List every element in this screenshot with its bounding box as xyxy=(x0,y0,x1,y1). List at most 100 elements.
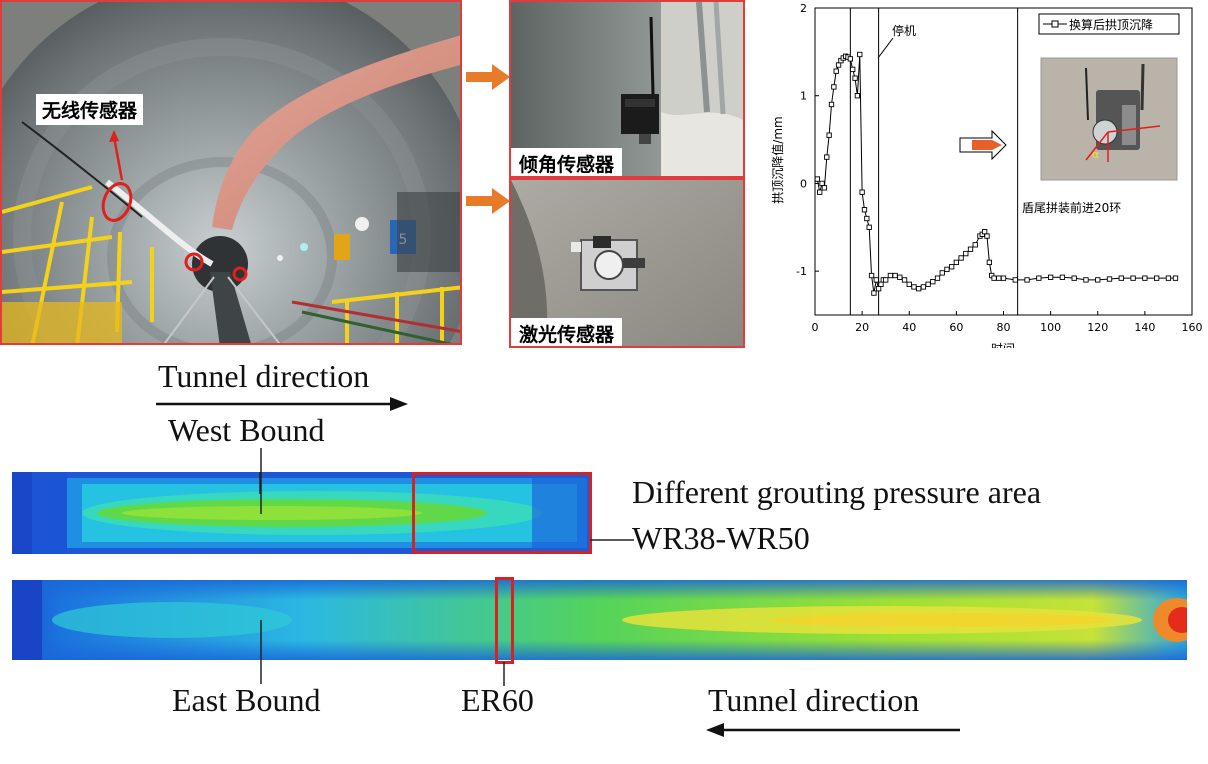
data-point xyxy=(887,272,894,279)
data-point xyxy=(852,75,858,81)
data-point xyxy=(871,290,877,296)
data-point xyxy=(1083,277,1089,283)
data-point xyxy=(826,132,832,138)
y-tick-label: 2 xyxy=(800,2,807,15)
stop-annotation-pointer xyxy=(877,37,894,59)
data-point xyxy=(1036,275,1042,281)
data-point xyxy=(967,246,974,252)
arrow-to-laser xyxy=(466,188,510,214)
legend-series-name: 换算后拱顶沉降 xyxy=(1069,17,1153,32)
data-point xyxy=(934,275,941,281)
x-axis-label: 时间 xyxy=(991,342,1015,348)
data-point xyxy=(1172,275,1179,281)
data-point xyxy=(1095,277,1101,283)
data-point xyxy=(831,84,837,90)
ring-range-label: WR38-WR50 xyxy=(632,520,810,556)
er60-leader xyxy=(503,662,505,686)
x-tick-label: 0 xyxy=(812,321,819,334)
data-point xyxy=(953,259,960,266)
tunnel-photo: 5 无线传感器 xyxy=(0,0,462,345)
er60-box xyxy=(495,577,514,664)
data-point xyxy=(883,277,889,283)
data-point xyxy=(1047,274,1054,280)
data-point xyxy=(901,277,908,283)
tunnel-direction-bottom-label: Tunnel direction xyxy=(708,682,920,718)
east-bound-contour xyxy=(12,580,1187,660)
east-bound-label: East Bound xyxy=(172,682,321,718)
data-point xyxy=(1024,277,1030,283)
x-tick-label: 80 xyxy=(997,321,1011,334)
data-point xyxy=(930,279,936,285)
west-bound-contour xyxy=(12,472,592,554)
data-point xyxy=(984,233,990,239)
x-tick-label: 20 xyxy=(855,321,869,334)
svg-text:α: α xyxy=(1092,148,1099,161)
tunnel-photo-drawing: 5 xyxy=(2,2,460,343)
y-tick-label: 1 xyxy=(800,90,807,103)
data-point xyxy=(854,93,861,99)
data-point xyxy=(875,286,882,292)
data-point xyxy=(868,272,875,279)
tilt-sensor-label: 倾角传感器 xyxy=(511,148,623,176)
laser-sensor-label: 激光传感器 xyxy=(511,318,623,346)
data-point xyxy=(1106,276,1113,282)
data-point xyxy=(847,56,853,62)
data-point xyxy=(1012,277,1018,283)
y-tick-label: -1 xyxy=(796,265,807,278)
data-point xyxy=(897,274,903,280)
data-point xyxy=(939,270,945,276)
east-bound-leader xyxy=(260,620,262,684)
x-tick-label: 40 xyxy=(902,321,916,334)
grouting-area-label: Different grouting pressure area xyxy=(632,474,1042,510)
data-point xyxy=(866,224,872,230)
west-bound-leader xyxy=(260,448,262,514)
data-point xyxy=(949,264,955,270)
data-point xyxy=(1118,275,1124,281)
data-point xyxy=(986,259,993,266)
x-tick-label: 60 xyxy=(949,321,963,334)
data-point xyxy=(1130,275,1136,281)
x-tick-label: 100 xyxy=(1040,321,1061,334)
grouting-area-box xyxy=(412,472,592,554)
data-point xyxy=(991,275,997,281)
tilt-sensor-drawing xyxy=(511,2,743,176)
data-point xyxy=(861,207,868,213)
data-point xyxy=(814,176,821,182)
data-point xyxy=(821,185,828,191)
y-tick-label: 0 xyxy=(800,177,807,190)
data-point xyxy=(1000,275,1007,281)
advance-annotation: 盾尾拼装前进20环 xyxy=(1022,200,1121,215)
tilt-sensor-photo: 倾角传感器 xyxy=(509,0,745,178)
data-point xyxy=(873,277,879,283)
data-point xyxy=(828,101,835,108)
data-point xyxy=(864,215,870,222)
data-point xyxy=(925,281,931,287)
x-tick-label: 160 xyxy=(1182,321,1203,334)
x-tick-label: 120 xyxy=(1087,321,1108,334)
wireless-sensor-label: 无线传感器 xyxy=(36,94,144,125)
data-point xyxy=(1154,275,1160,281)
y-axis-label: 拱顶沉降值/mm xyxy=(770,116,785,203)
data-point xyxy=(996,275,1002,281)
data-point xyxy=(944,266,950,273)
data-point xyxy=(833,68,839,74)
grouting-area-leader xyxy=(590,539,634,541)
stop-annotation: 停机 xyxy=(892,23,916,38)
inset-arrow xyxy=(959,129,1007,161)
data-point xyxy=(1165,275,1172,281)
data-point xyxy=(857,51,863,58)
data-point xyxy=(916,286,922,292)
data-point xyxy=(972,242,978,248)
tunnel-direction-top-arrow xyxy=(156,397,408,411)
chart-legend: 换算后拱顶沉降 xyxy=(1038,13,1180,35)
data-point xyxy=(850,66,856,73)
inset-sensor-photo: α xyxy=(1040,57,1178,181)
data-point xyxy=(878,281,884,287)
data-point xyxy=(920,284,927,290)
data-point xyxy=(1142,275,1148,281)
tunnel-direction-bottom-arrow xyxy=(706,723,960,737)
data-point xyxy=(835,62,842,68)
er60-label: ER60 xyxy=(461,682,534,718)
data-point xyxy=(1059,274,1066,280)
